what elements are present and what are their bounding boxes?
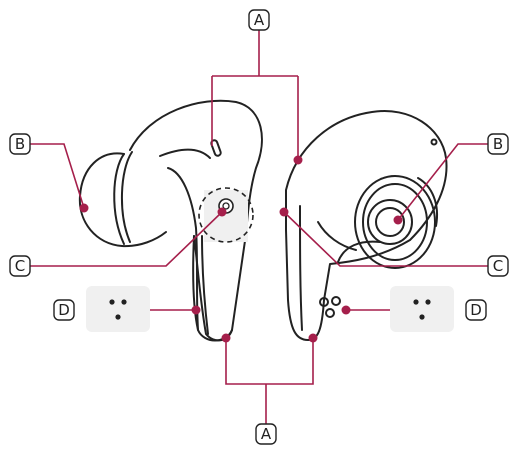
callout-top-a: A	[248, 9, 270, 31]
callout-bottom-a-label: A	[261, 425, 272, 443]
leader-dots	[79, 155, 403, 343]
callout-left-d: D	[53, 299, 75, 321]
callout-bottom-a: A	[255, 423, 277, 445]
callout-right-b: B	[487, 133, 509, 155]
callout-left-b: B	[9, 133, 31, 155]
callout-right-d-label: D	[470, 301, 482, 319]
callout-left-b-label: B	[15, 135, 25, 153]
callout-left-c: C	[9, 255, 31, 277]
right-earbud	[285, 110, 448, 341]
callout-right-d: D	[465, 299, 487, 321]
left-ear-tip-inner	[113, 153, 125, 245]
callout-right-c: C	[487, 255, 509, 277]
callout-top-a-label: A	[254, 11, 265, 29]
left-ear-tip	[78, 152, 167, 248]
dots-icon	[413, 299, 431, 320]
right-d-icon-box	[390, 286, 454, 332]
callout-right-c-label: C	[493, 257, 503, 275]
leader-lines	[30, 30, 488, 424]
left-sensor	[198, 187, 254, 243]
left-d-icon-box	[86, 286, 150, 332]
left-body	[129, 99, 263, 342]
callout-left-c-label: C	[15, 257, 25, 275]
callout-right-b-label: B	[493, 135, 503, 153]
left-earbud	[78, 99, 263, 342]
right-body	[285, 110, 448, 341]
dots-icon	[109, 299, 127, 320]
callout-left-d-label: D	[58, 301, 70, 319]
